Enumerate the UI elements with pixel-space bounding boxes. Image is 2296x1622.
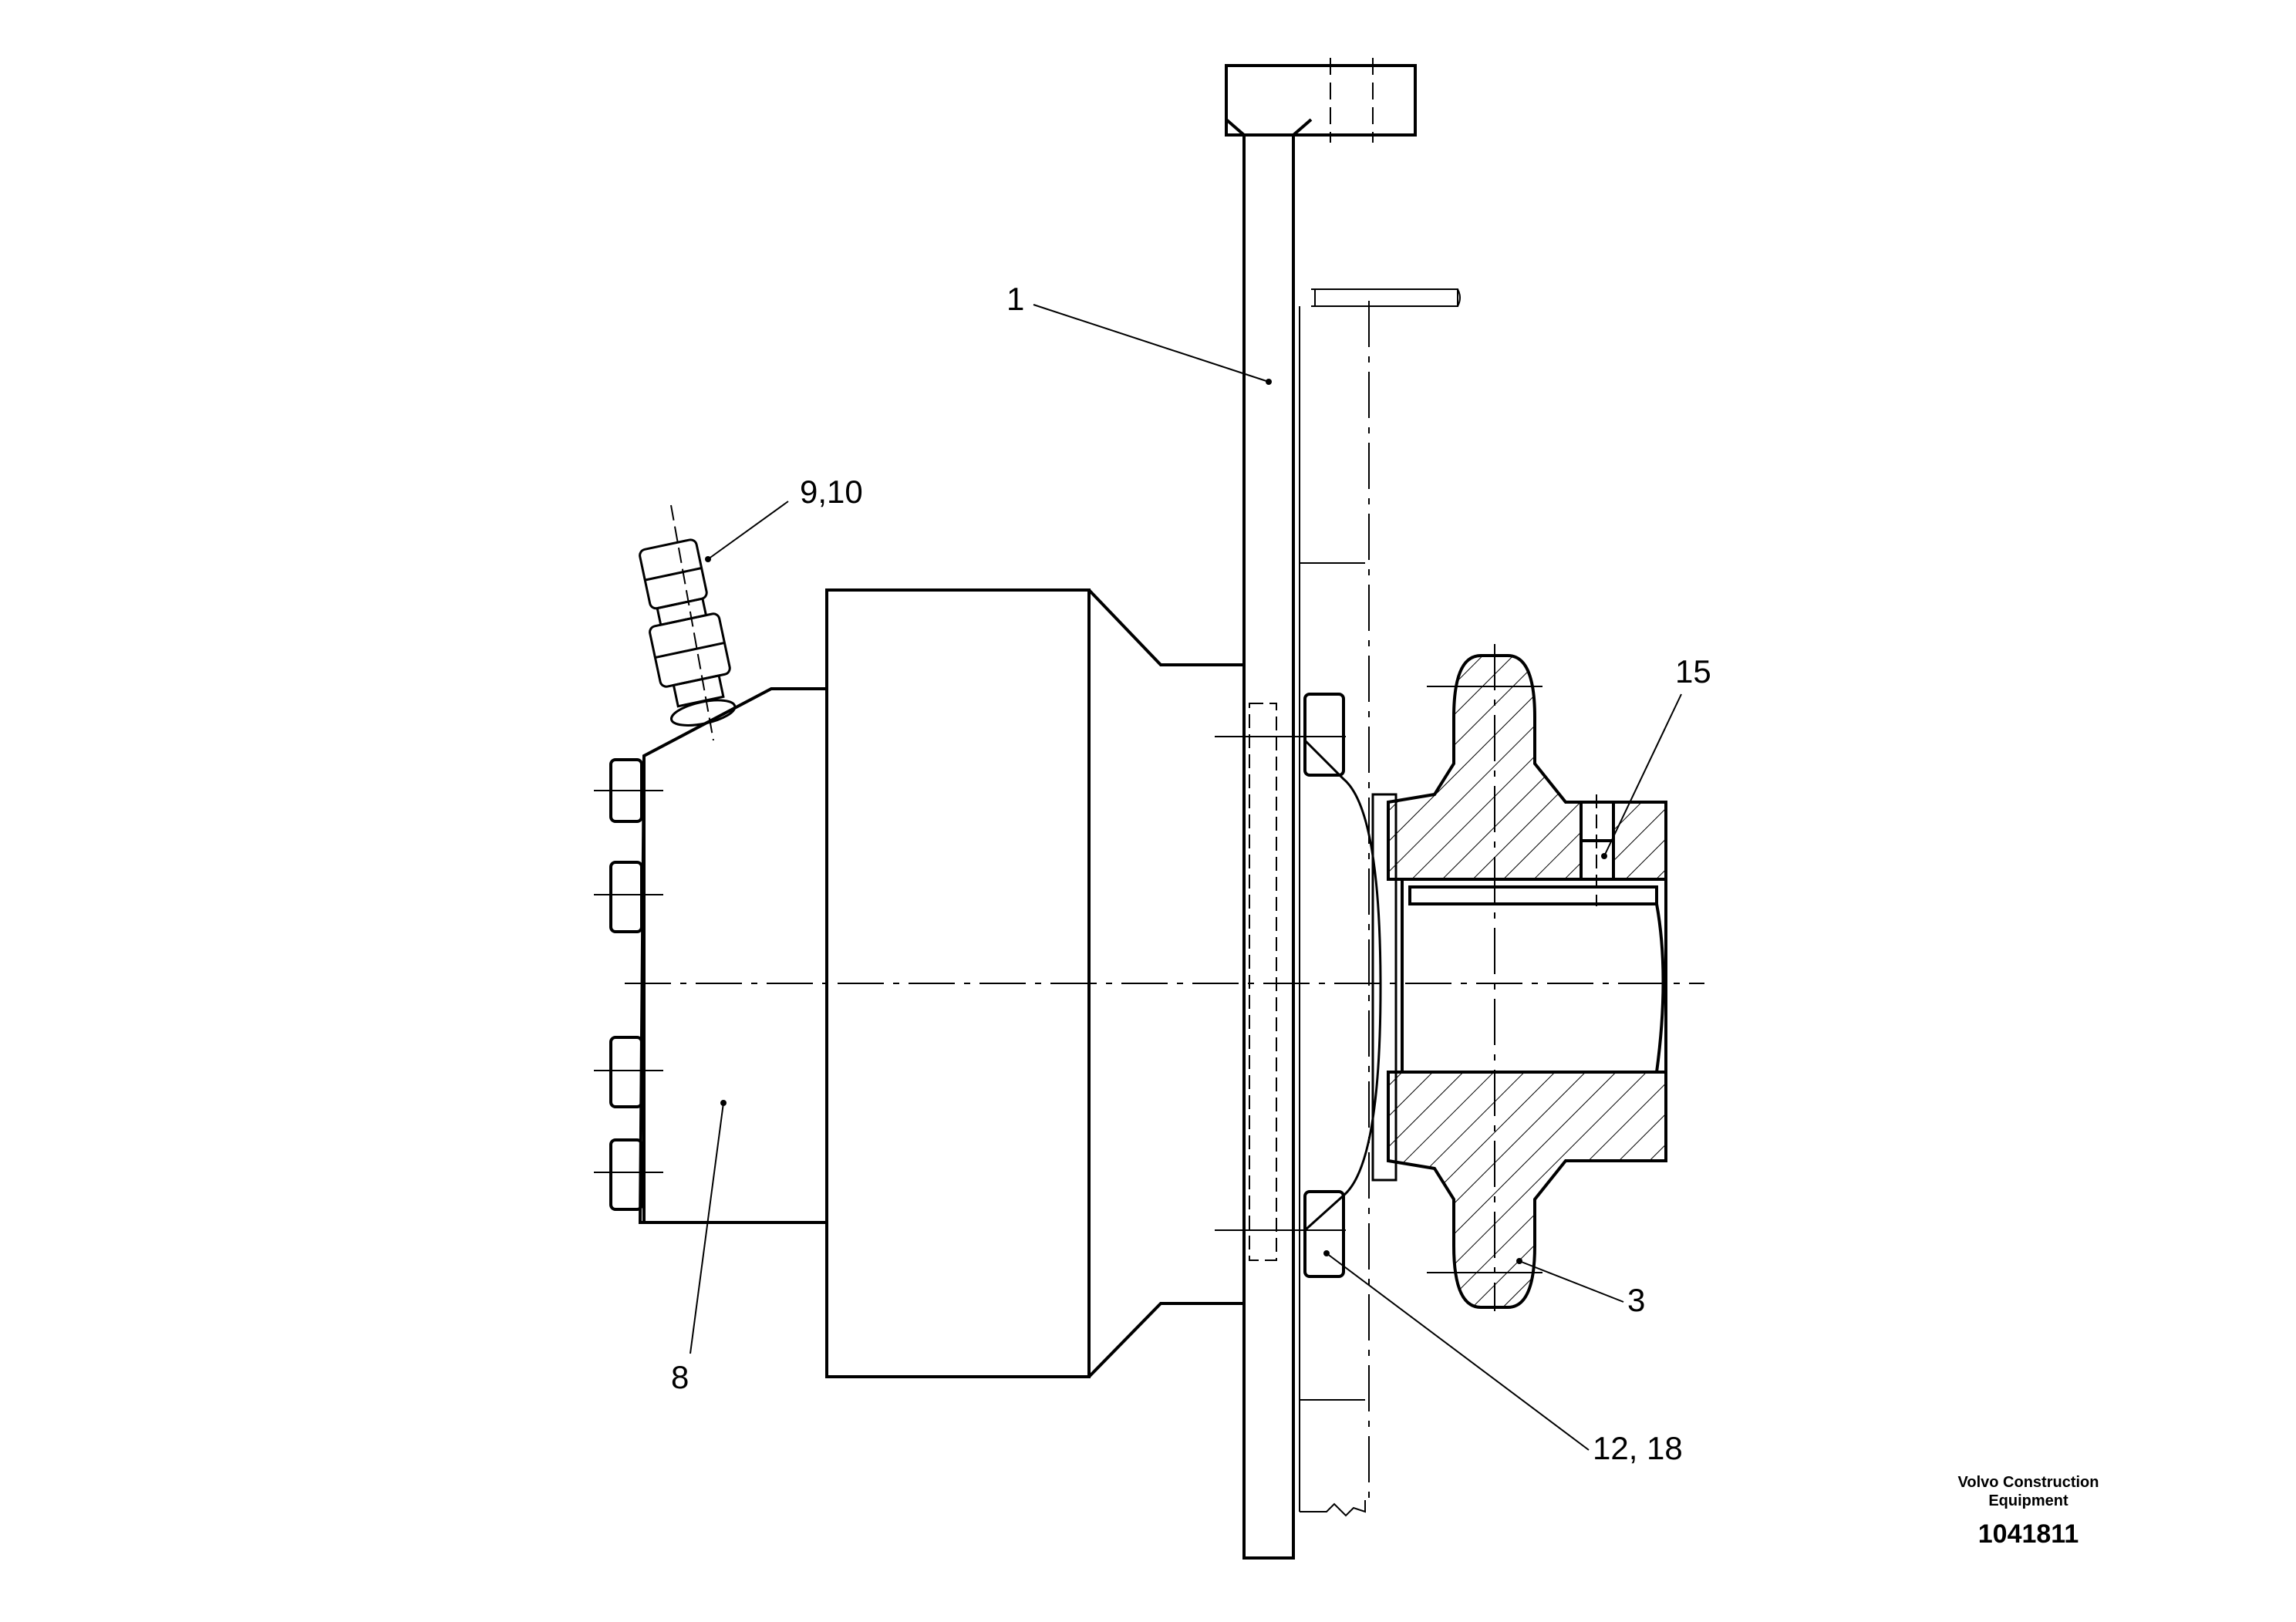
leader-lines: [689, 304, 1682, 1451]
end-cover-bolts: [594, 758, 663, 1211]
company-name-line1: Volvo Construction: [1957, 1474, 2099, 1491]
mounting-plate: [1225, 58, 1417, 1560]
callout-part-3: 3: [1627, 1282, 1645, 1318]
callout-part-9-10: 9,10: [800, 474, 863, 510]
footer-brand: Volvo Construction Equipment 1041811: [1920, 1473, 2136, 1549]
sprocket: [1387, 644, 1667, 1311]
company-name-line2: Equipment: [1988, 1492, 2068, 1509]
frame-outline: [1299, 288, 1461, 1517]
leader-dots: [705, 379, 1607, 1264]
callout-part-8: 8: [671, 1359, 689, 1395]
callout-part-15: 15: [1675, 653, 1711, 690]
hydraulic-fitting: [639, 504, 737, 741]
document-number: 1041811: [1977, 1519, 2079, 1549]
callout-part-12-18: 12, 18: [1593, 1430, 1683, 1466]
callout-part-1: 1: [1006, 281, 1024, 317]
